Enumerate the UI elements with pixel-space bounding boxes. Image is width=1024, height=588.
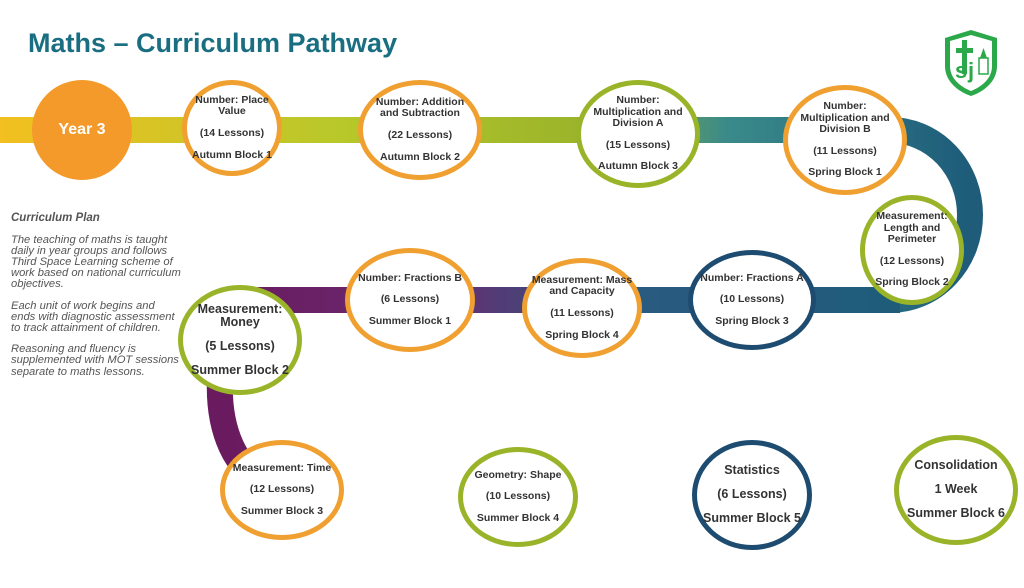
unit-lessons: (11 Lessons): [550, 307, 614, 319]
unit-node: Measurement: Mass and Capacity (11 Lesson…: [522, 258, 642, 358]
unit-block: Spring Block 4: [545, 328, 619, 341]
unit-lessons: (6 Lessons): [380, 293, 440, 306]
unit-name: Measurement: Money: [197, 301, 283, 330]
unit-block: Spring Block 2: [875, 276, 949, 289]
unit-node: Measurement: Length and Perimeter (12 Les…: [860, 195, 964, 305]
unit-lessons: (14 Lessons): [199, 127, 265, 139]
plan-paragraph: Each unit of work begins and ends with d…: [11, 299, 175, 334]
unit-block: Summer Block 6: [907, 505, 1005, 520]
svg-text:s: s: [955, 58, 967, 83]
unit-lessons: (12 Lessons): [249, 483, 315, 496]
page-title: Maths – Curriculum Pathway: [28, 28, 398, 58]
unit-lessons: (15 Lessons): [605, 138, 671, 151]
unit-block: Spring Block 1: [808, 166, 882, 179]
unit-block: Summer Block 1: [368, 314, 452, 327]
unit-block: Autumn Block 3: [598, 160, 678, 173]
svg-text:j: j: [967, 58, 974, 83]
unit-block: Autumn Block 1: [192, 148, 272, 161]
unit-name: Number: Place Value: [195, 93, 269, 118]
school-logo: s j: [945, 30, 997, 96]
unit-lessons: (10 Lessons): [719, 293, 785, 306]
unit-node: Statistics (6 Lessons) Summer Block 5: [692, 440, 812, 550]
unit-node: Number: Multiplication and Division B (11…: [783, 85, 907, 195]
unit-node: Number: Multiplication and Division A (15…: [576, 80, 700, 188]
unit-lessons: (10 Lessons): [485, 490, 551, 503]
unit-lessons: 1 Week: [934, 482, 978, 497]
plan-paragraph: The teaching of maths is taught daily in…: [11, 233, 181, 291]
unit-block: Spring Block 3: [715, 314, 789, 327]
unit-name: Number: Addition and Subtraction: [375, 95, 465, 120]
unit-block: Summer Block 4: [476, 511, 560, 524]
unit-name: Number: Fractions A: [700, 271, 804, 284]
unit-lessons: (12 Lessons): [879, 254, 945, 267]
unit-node: Geometry: Shape (10 Lessons) Summer Block …: [458, 447, 578, 547]
unit-name: Geometry: Shape: [474, 468, 562, 481]
unit-node: Measurement: Time (12 Lessons) Summer Bloc…: [220, 440, 344, 540]
unit-lessons: (6 Lessons): [717, 487, 787, 502]
plan-heading: Curriculum Plan: [11, 212, 100, 224]
year-badge: Year 3: [32, 80, 132, 180]
unit-block: Summer Block 3: [240, 504, 324, 517]
unit-name: Number: Multiplication and Division B: [800, 100, 890, 136]
plan-paragraph: Reasoning and fluency is supplemented wi…: [11, 343, 179, 378]
unit-name: Consolidation: [914, 458, 998, 473]
unit-name: Measurement: Mass and Capacity: [531, 273, 633, 298]
unit-name: Statistics: [724, 463, 780, 478]
unit-name: Number: Fractions B: [358, 271, 462, 284]
unit-name: Measurement: Time: [232, 461, 332, 474]
unit-block: Autumn Block 2: [380, 150, 460, 163]
unit-name: Measurement: Length and Perimeter: [876, 210, 948, 246]
unit-lessons: (22 Lessons): [387, 129, 453, 141]
unit-name: Number: Multiplication and Division A: [593, 94, 683, 130]
unit-node: Number: Addition and Subtraction (22 Less…: [358, 80, 482, 180]
unit-lessons: (5 Lessons): [205, 339, 275, 353]
unit-block: Summer Block 5: [703, 510, 801, 525]
unit-node: Measurement: Money (5 Lessons) Summer Bloc…: [178, 285, 302, 395]
unit-block: Summer Block 2: [191, 362, 289, 377]
unit-lessons: (11 Lessons): [813, 144, 877, 157]
unit-node: Number: Fractions B (6 Lessons) Summer Blo…: [345, 248, 475, 352]
unit-node: Number: Place Value (14 Lessons) Autumn Bl…: [182, 80, 282, 176]
curriculum-plan: Curriculum Plan The teaching of maths is…: [11, 212, 181, 388]
unit-node: Number: Fractions A (10 Lessons) Spring Bl…: [688, 250, 816, 350]
